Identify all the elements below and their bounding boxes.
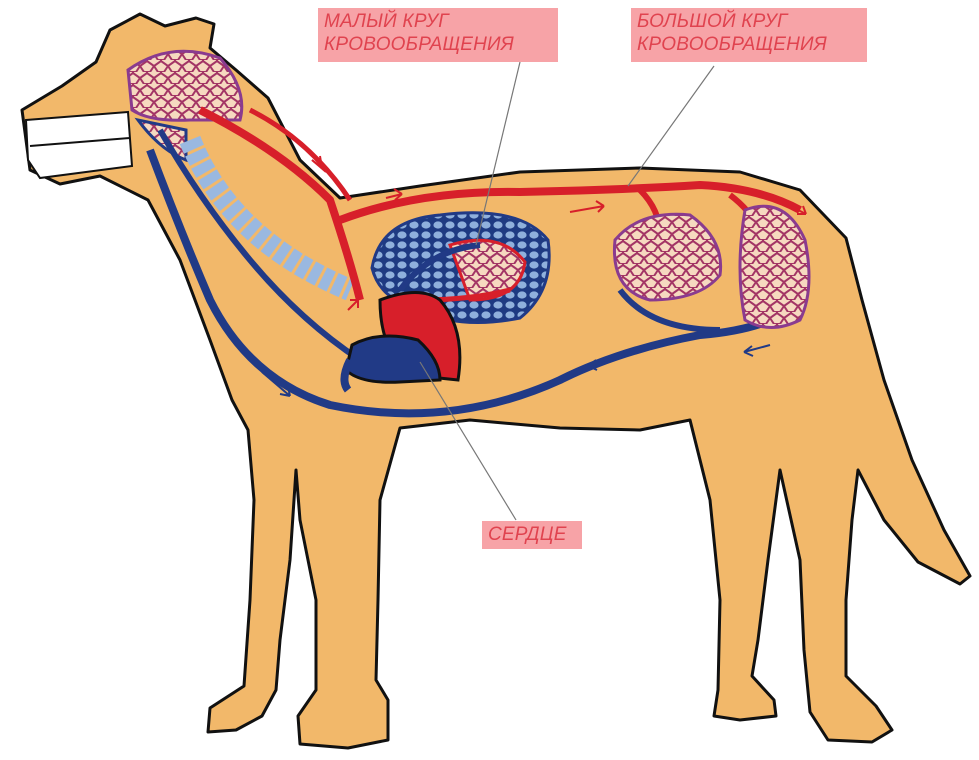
gut-capillaries bbox=[614, 214, 720, 300]
head-capillaries bbox=[128, 51, 242, 120]
pulmonary-circulation-label: МАЛЫЙ КРУГ КРОВООБРАЩЕНИЯ bbox=[318, 8, 520, 58]
systemic-label-line2: КРОВООБРАЩЕНИЯ bbox=[637, 33, 827, 56]
pulmonary-label-line2: КРОВООБРАЩЕНИЯ bbox=[324, 33, 514, 56]
heart-label-text: СЕРДЦЕ bbox=[488, 523, 567, 546]
heart-label: СЕРДЦЕ bbox=[482, 521, 573, 548]
systemic-label-line1: БОЛЬШОЙ КРУГ bbox=[637, 10, 827, 33]
systemic-circulation-label: БОЛЬШОЙ КРУГ КРОВООБРАЩЕНИЯ bbox=[631, 8, 833, 58]
pulmonary-label-line1: МАЛЫЙ КРУГ bbox=[324, 10, 514, 33]
